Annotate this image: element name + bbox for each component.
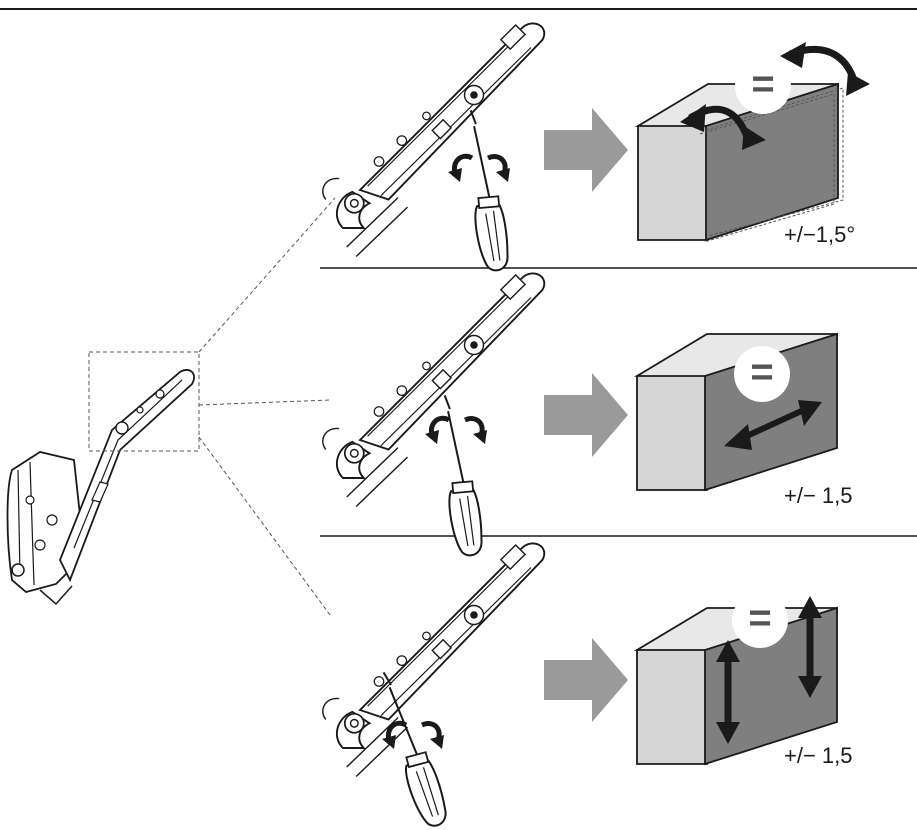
equal-sign-1: =: [751, 62, 775, 106]
hinge-arm-icon: [321, 22, 546, 258]
tolerance-label-vertical: +/− 1,5: [784, 743, 853, 768]
hinge-overview-icon: [6, 369, 195, 606]
tolerance-label-horizontal: +/− 1,5: [784, 483, 853, 508]
cabinet-front-icon: [637, 83, 844, 243]
step-horizontal: [321, 272, 838, 558]
step-vertical: [321, 542, 838, 830]
direction-arrow-icon: [544, 108, 628, 192]
direction-arrow-icon: [544, 638, 628, 722]
screwdriver-icon: [464, 107, 511, 273]
equal-sign-3: =: [748, 596, 772, 640]
equal-sign-2: =: [750, 350, 774, 394]
hinge-arm-icon: [321, 272, 546, 508]
detail-frame: [88, 351, 200, 452]
direction-arrow-icon: [544, 373, 628, 457]
tolerance-label-rotation: +/−1,5°: [784, 222, 856, 247]
rotate-icon: [425, 418, 487, 444]
rotate-icon: [448, 156, 510, 182]
leader-lines: [198, 197, 336, 616]
step-rotation: [321, 22, 870, 273]
